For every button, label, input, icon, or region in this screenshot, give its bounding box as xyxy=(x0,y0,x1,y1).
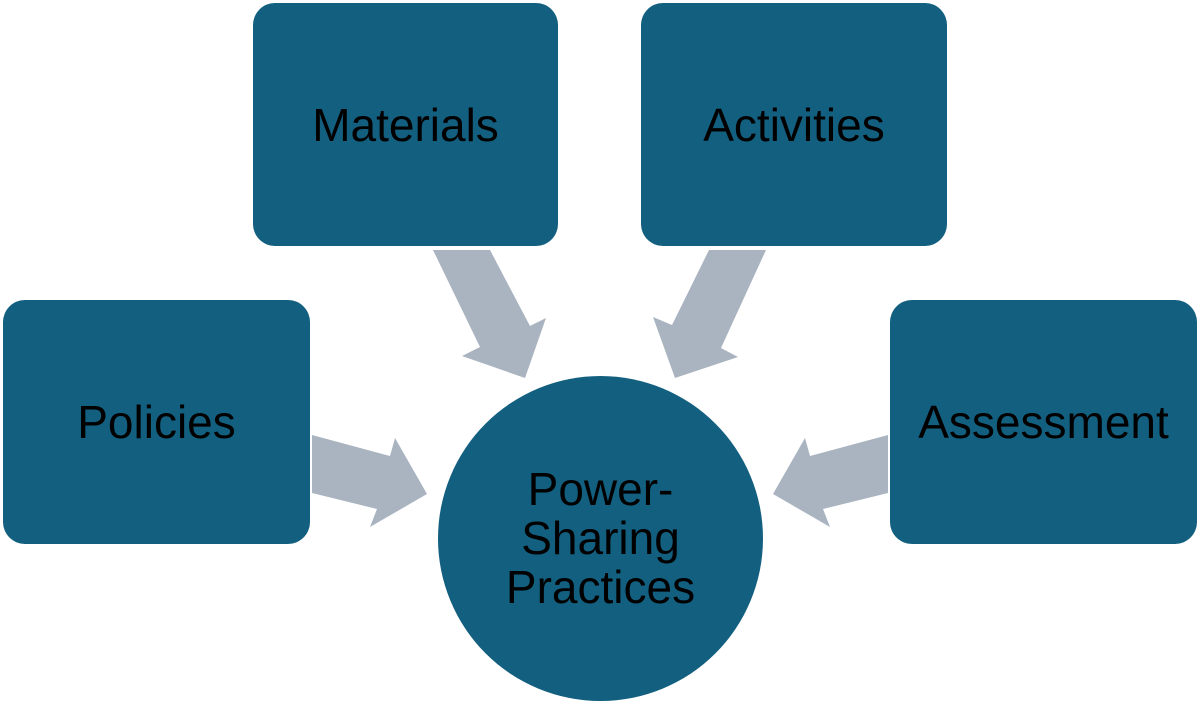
arrow-policies-to-center xyxy=(312,435,427,527)
center-label-line: Sharing xyxy=(521,512,680,564)
node-label: Activities xyxy=(703,98,885,151)
arrow-materials-to-center xyxy=(433,250,546,378)
node-assessment: Assessment xyxy=(890,300,1197,544)
center-label-line: Power- xyxy=(527,463,674,515)
arrow-activities-to-center xyxy=(653,250,766,378)
node-materials: Materials xyxy=(253,3,558,246)
node-label: Materials xyxy=(312,98,499,151)
node-label: Policies xyxy=(77,396,236,448)
arrow-assessment-to-center xyxy=(773,435,888,527)
node-activities: Activities xyxy=(641,3,947,246)
node-policies: Policies xyxy=(3,300,310,544)
center-node-power-sharing-practices: Power- Sharing Practices xyxy=(438,376,763,701)
node-label: Assessment xyxy=(918,396,1169,448)
center-label-line: Practices xyxy=(505,561,696,613)
